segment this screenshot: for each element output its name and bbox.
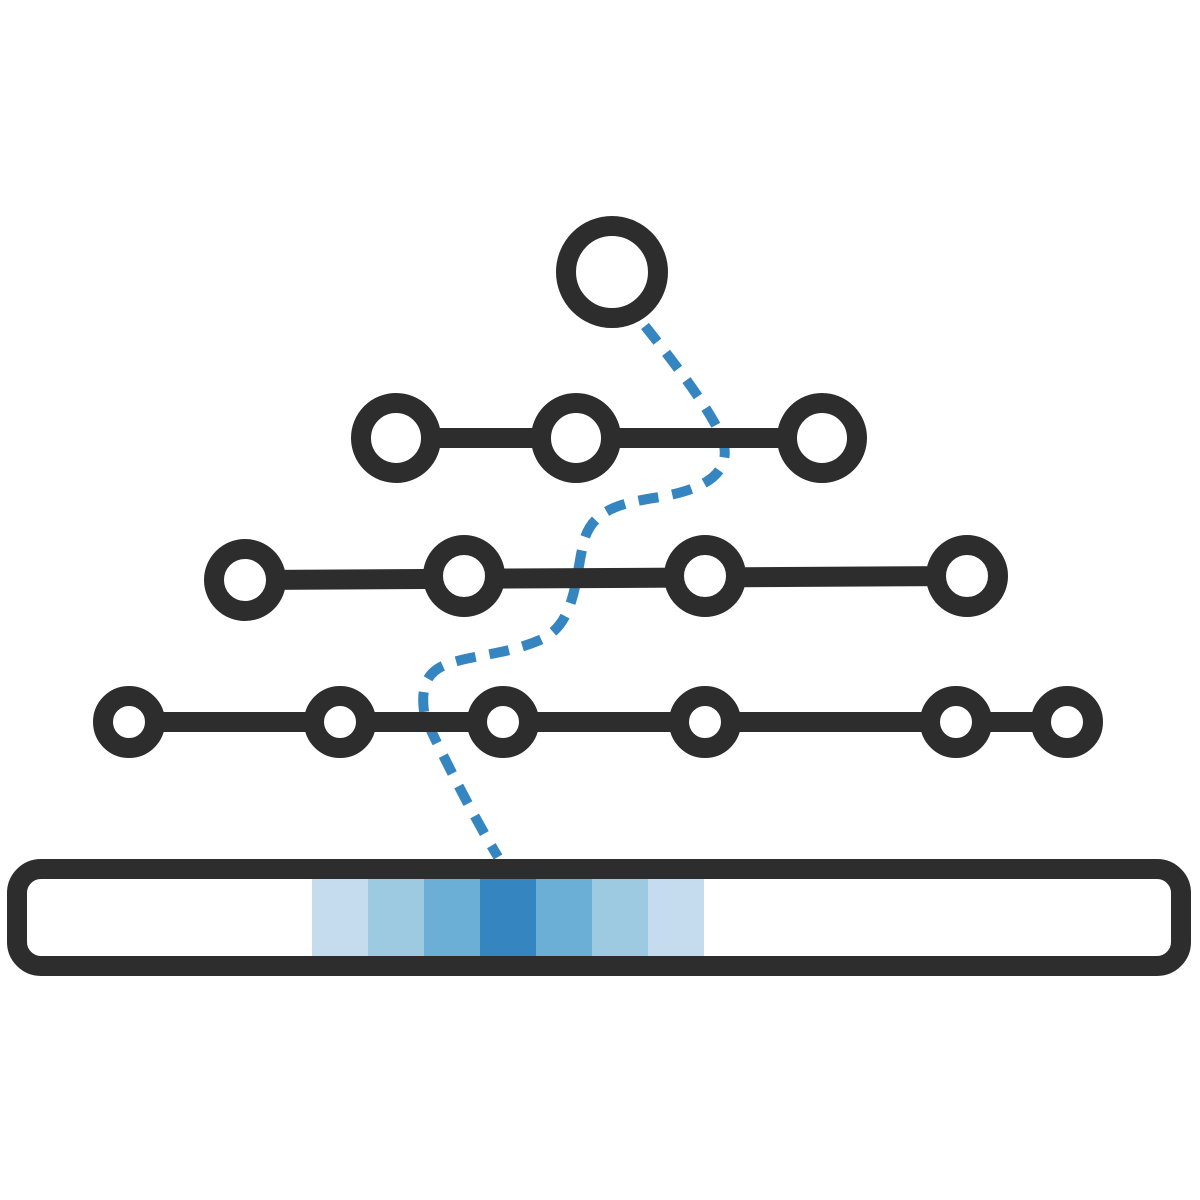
gradient-bar-segment: [424, 879, 480, 956]
tree-level-1: [556, 216, 668, 328]
level-2-node: [351, 393, 441, 483]
gradient-bar-segment: [648, 879, 704, 956]
level-4-node: [920, 686, 992, 758]
gradient-bar-segment: [480, 879, 536, 956]
tree-level-4: [93, 686, 1103, 758]
gradient-bar-segments: [312, 879, 704, 956]
tree-level-3: [204, 535, 1008, 621]
level-3-node: [204, 539, 286, 621]
gradient-bar-frame: [7, 859, 1191, 976]
level-4-node: [467, 686, 539, 758]
gradient-bar-segment: [368, 879, 424, 956]
root-node: [556, 216, 668, 328]
gradient-bar-segment: [536, 879, 592, 956]
level-4-node: [1031, 686, 1103, 758]
level-2-node: [531, 393, 621, 483]
level-2-node: [777, 393, 867, 483]
gradient-bar-segment: [592, 879, 648, 956]
tree-level-2: [351, 393, 867, 483]
level-4-node: [93, 686, 165, 758]
level-3-connector: [244, 566, 968, 590]
gradient-bar-segment: [312, 879, 368, 956]
level-3-node: [423, 535, 505, 617]
level-4-node: [669, 686, 741, 758]
level-4-node: [304, 686, 376, 758]
level-3-node: [926, 535, 1008, 617]
level-3-node: [664, 535, 746, 617]
